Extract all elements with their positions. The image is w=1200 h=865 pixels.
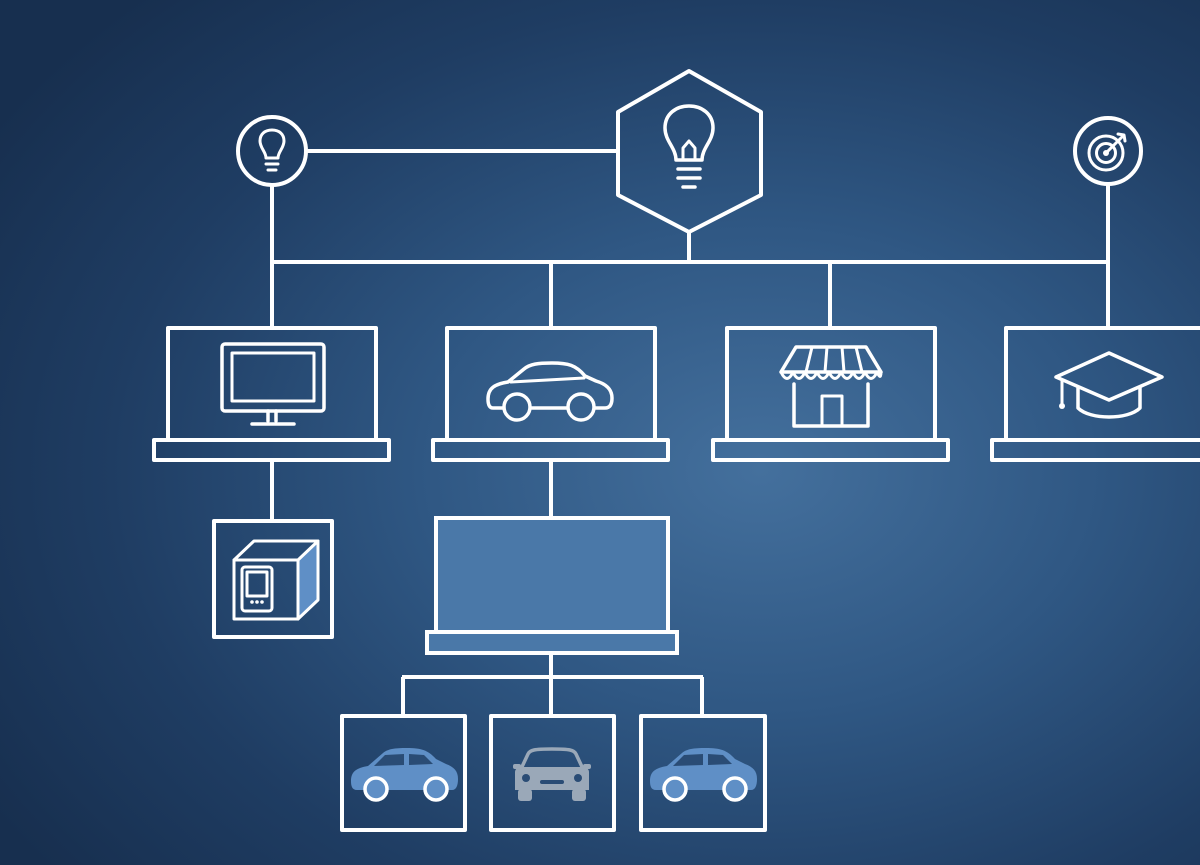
hub-node xyxy=(616,69,763,234)
laptop-node-1 xyxy=(152,326,391,462)
device-box-frame xyxy=(212,519,334,639)
laptop-1-base xyxy=(152,438,391,462)
car-front-icon xyxy=(513,747,591,801)
highlight-laptop-base xyxy=(425,630,679,655)
graduation-cap-icon xyxy=(1054,351,1164,419)
laptop-node-3 xyxy=(711,326,950,462)
laptop-3-base xyxy=(711,438,950,462)
storefront-icon xyxy=(779,345,883,428)
laptop-node-4 xyxy=(990,326,1200,462)
laptop-2-base xyxy=(431,438,670,462)
idea-circle xyxy=(236,115,308,187)
car-side-icon xyxy=(351,748,458,802)
car-box-1 xyxy=(340,714,467,832)
hub-hexagon xyxy=(616,69,763,234)
lightbulb-icon xyxy=(258,128,286,172)
laptop-node-2 xyxy=(431,326,670,462)
laptop-3-screen xyxy=(725,326,937,442)
monitor-icon xyxy=(220,342,326,426)
goal-circle xyxy=(1073,116,1143,186)
goal-node xyxy=(1073,116,1143,186)
car-box-3 xyxy=(639,714,767,832)
idea-node xyxy=(236,115,308,187)
highlight-laptop-node xyxy=(425,516,679,655)
laptop-4-screen xyxy=(1004,326,1200,442)
car-box-2-frame xyxy=(489,714,616,832)
laptop-2-screen xyxy=(445,326,657,442)
car-box-2 xyxy=(489,714,616,832)
car-box-3-frame xyxy=(639,714,767,832)
car-box-1-frame xyxy=(340,714,467,832)
car-side-icon xyxy=(650,748,757,802)
highlight-laptop-screen xyxy=(434,516,670,634)
target-icon xyxy=(1087,132,1127,172)
device-node xyxy=(212,519,334,639)
car-row xyxy=(340,714,767,832)
car-icon xyxy=(486,361,614,422)
lightbulb-icon xyxy=(663,104,715,189)
device-box-icon xyxy=(232,539,320,621)
connector-lines xyxy=(270,149,1110,716)
laptop-4-base xyxy=(990,438,1200,462)
